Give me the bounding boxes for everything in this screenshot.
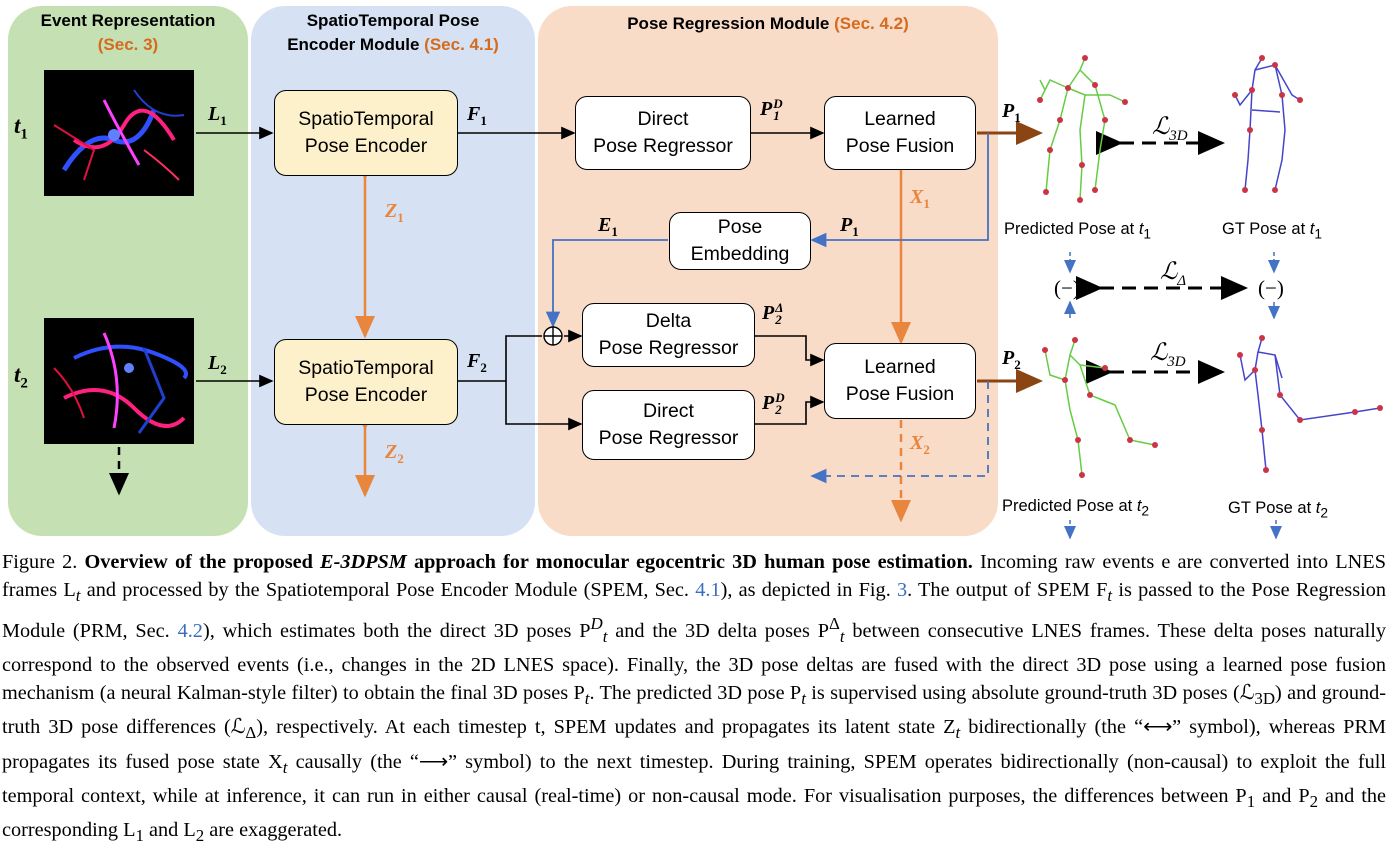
ref-sec-4-1[interactable]: 4.1	[695, 579, 721, 602]
spem-panel-title: SpatioTemporal Pose Encoder Module (Sec.…	[287, 11, 499, 54]
connector-arrows	[109, 55, 1383, 540]
timestep-t2-label: t2	[14, 362, 28, 392]
label-F1: F1	[467, 103, 487, 128]
prm-panel-title: Pose Regression Module (Sec. 4.2)	[627, 14, 909, 33]
label-L2: L2	[208, 352, 227, 377]
predicted-pose-t1-skeleton	[1039, 57, 1126, 201]
gt-pose-t2-label: GT Pose at t2	[1228, 499, 1328, 521]
loss-delta: ℒΔ	[1160, 259, 1187, 289]
ref-sec-4-2[interactable]: 4.2	[177, 620, 203, 642]
predicted-pose-t1-label: Predicted Pose at t1	[1004, 220, 1152, 242]
loss-3d-t1: ℒ3D	[1152, 114, 1188, 144]
label-L1: L1	[208, 103, 227, 128]
label-P1-output: P1	[1002, 100, 1021, 125]
label-F2: F2	[467, 350, 487, 375]
event-panel-title: Event Representation (Sec. 3)	[40, 11, 216, 54]
ref-fig-3[interactable]: 3	[896, 579, 908, 602]
label-X2: X2	[910, 432, 930, 457]
gt-pose-t2-skeleton	[1239, 337, 1381, 471]
event-frame-t2	[44, 318, 194, 444]
label-Z1: Z1	[385, 200, 404, 225]
gt-pose-t1-skeleton	[1234, 57, 1301, 191]
predicted-pose-t2-label: Predicted Pose at t2	[1002, 497, 1150, 519]
label-Z2: Z2	[385, 441, 404, 466]
label-X1: X1	[910, 186, 930, 211]
label-P1-feedback: P1	[840, 214, 859, 239]
pose-joints	[1037, 55, 1383, 478]
gt-pose-t1-label: GT Pose at t1	[1222, 220, 1322, 242]
loss-3d-t2: ℒ3D	[1150, 340, 1186, 370]
figure-caption: Figure 2. Overview of the proposed E-3DP…	[2, 551, 1387, 845]
label-P2-output: P2	[1002, 347, 1021, 372]
timestep-t1-label: t1	[14, 113, 28, 143]
label-E1: E1	[598, 214, 618, 239]
event-frame-t1	[44, 70, 194, 196]
architecture-diagram: Event Representation (Sec. 3) SpatioTemp…	[8, 6, 1383, 540]
predicted-pose-t2-skeleton	[1044, 339, 1156, 476]
minus-gt: (−)	[1258, 276, 1284, 300]
minus-pred: (−)	[1054, 276, 1080, 300]
